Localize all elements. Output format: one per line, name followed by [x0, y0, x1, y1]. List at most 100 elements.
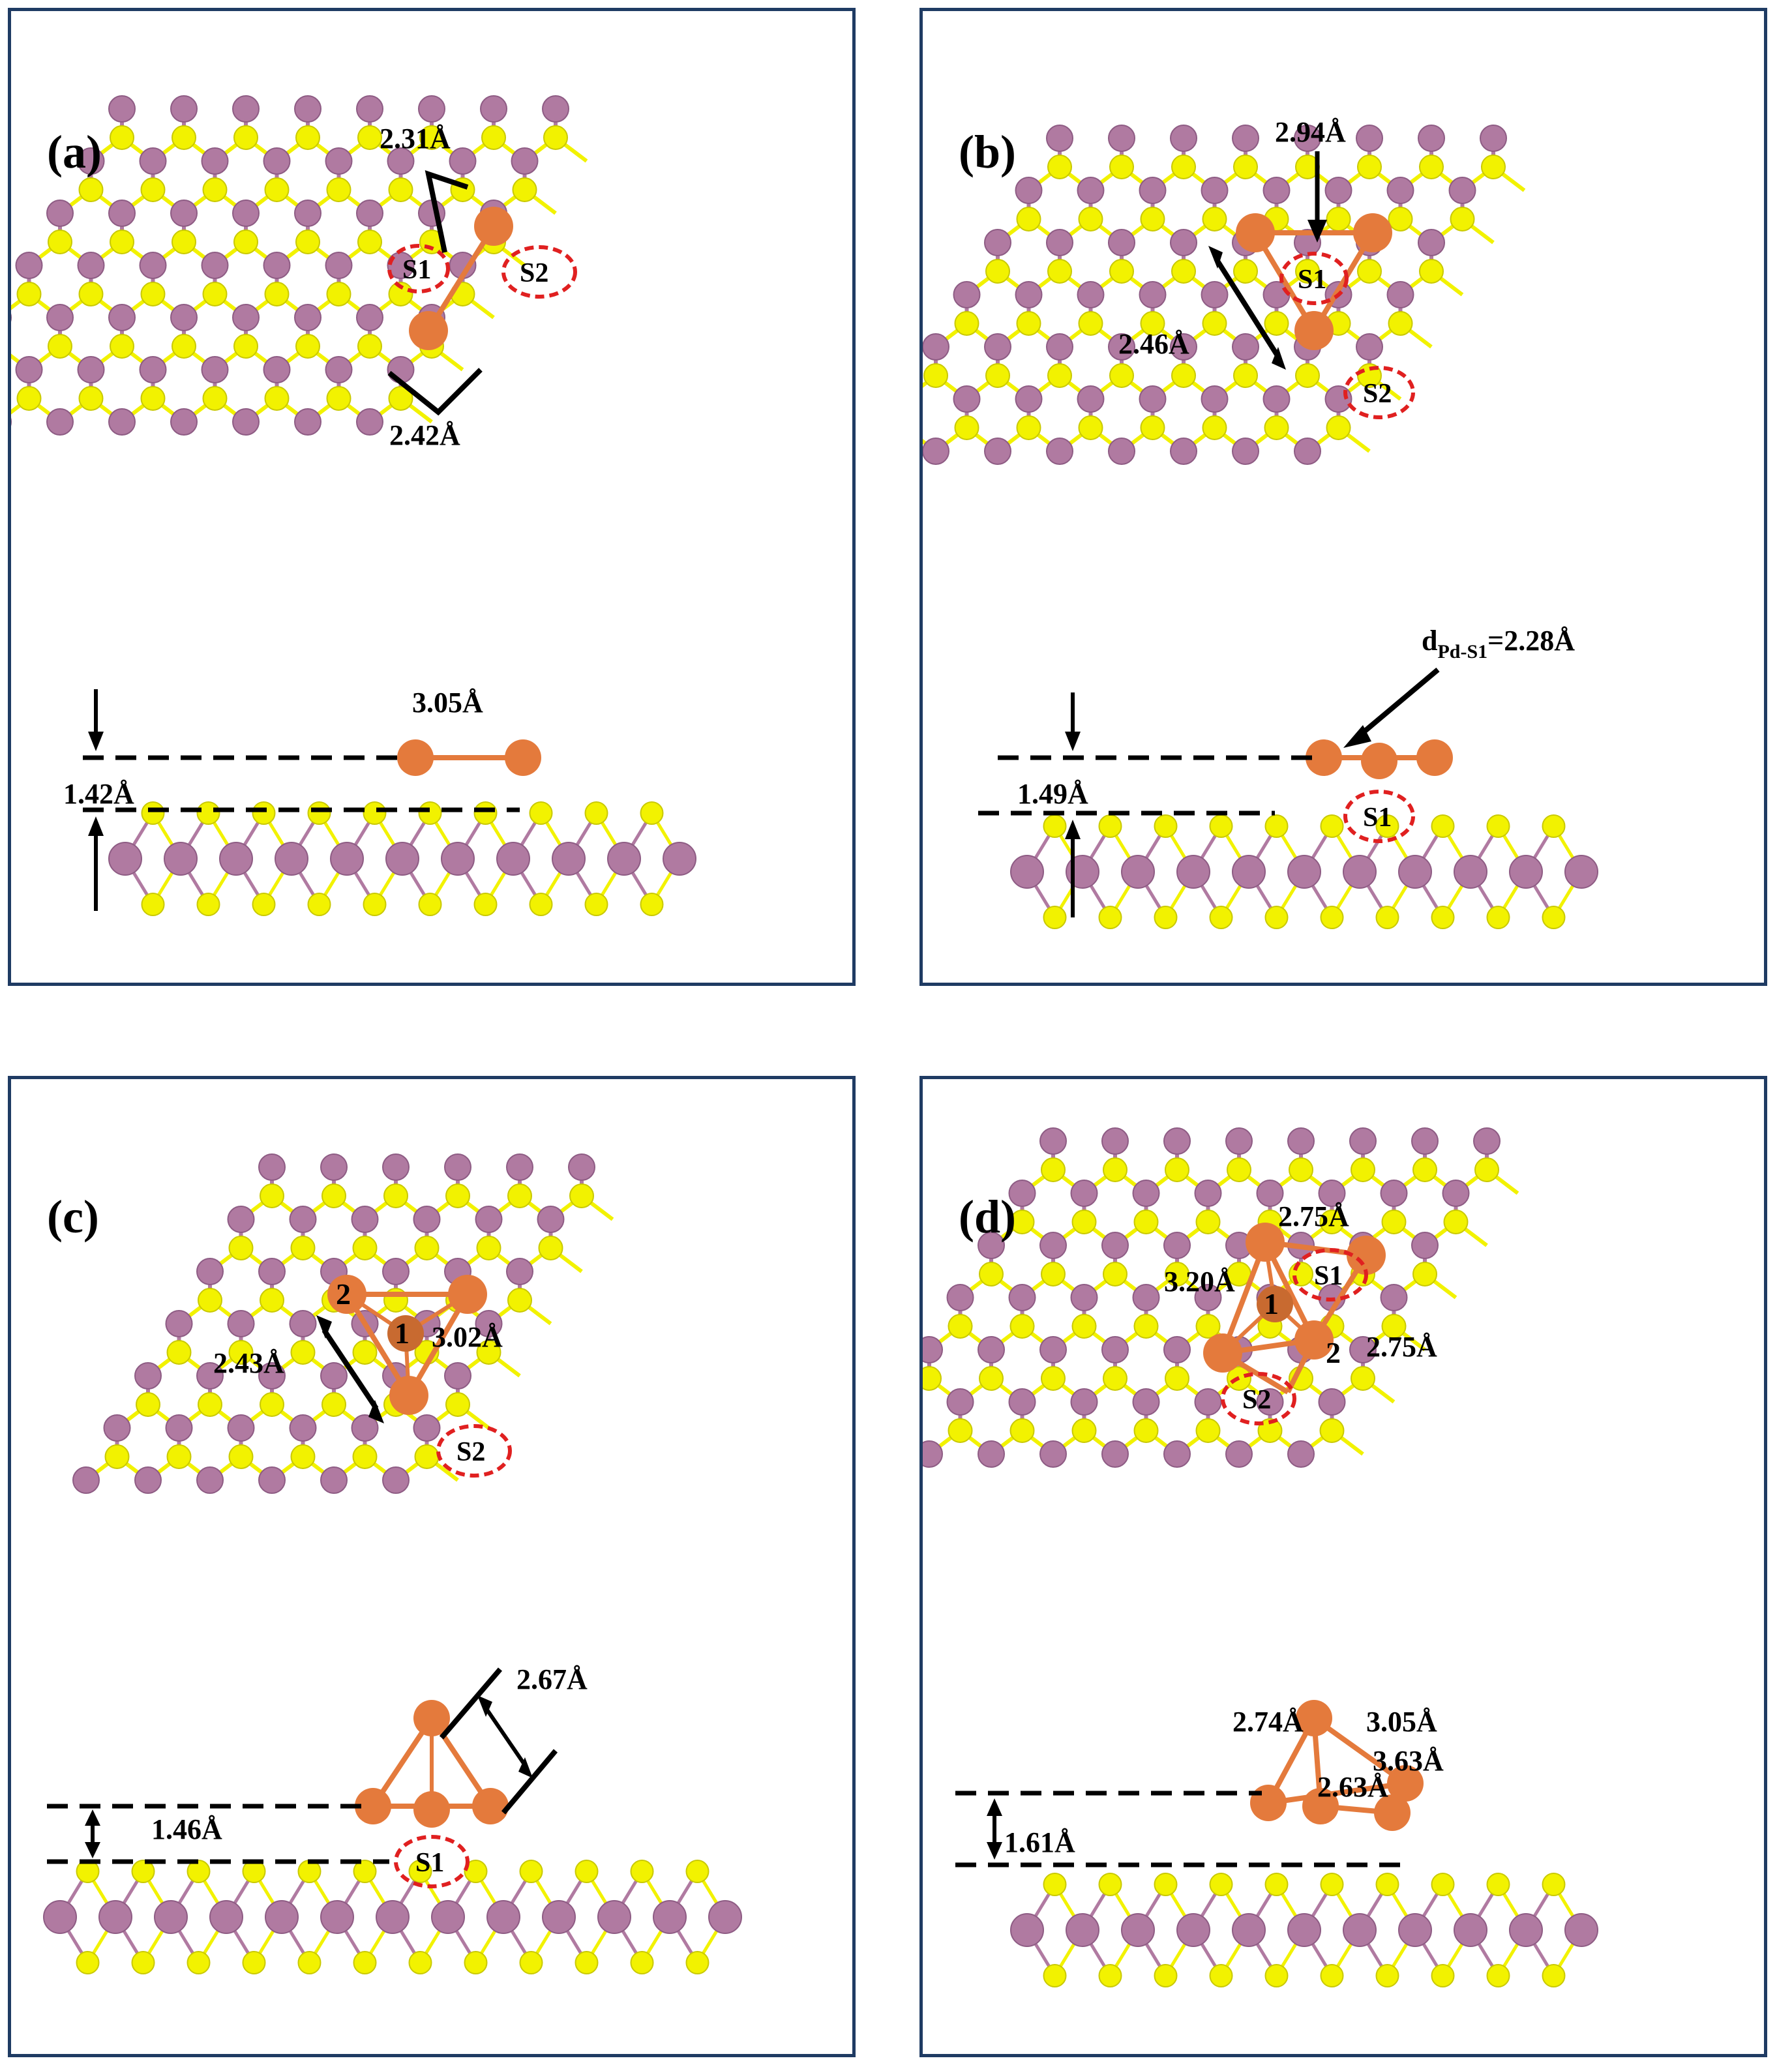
pd-atom — [1296, 1700, 1332, 1736]
sulfur-atom — [172, 334, 196, 359]
sulfur-atom — [1041, 1157, 1066, 1182]
mo-atom — [1015, 385, 1043, 413]
mo-atom — [376, 1900, 410, 1934]
panel-b: S1 S2 2.94Å 2.46Å S1 1.49Å dPd-S1=2.28Å … — [919, 8, 1767, 986]
mo-atom — [258, 1153, 286, 1181]
sulfur-atom — [1195, 1314, 1221, 1339]
sulfur-atom — [1140, 207, 1165, 231]
sulfur-atom — [1071, 1314, 1097, 1339]
mo-atom — [506, 1258, 533, 1285]
mo-atom — [289, 1414, 317, 1442]
sulfur-atom — [1043, 814, 1067, 838]
sulfur-atom — [1043, 1964, 1067, 1987]
mo-atom — [351, 1414, 379, 1442]
height-label: 1.61Å — [1004, 1826, 1075, 1858]
distance-label: 3.20Å — [1164, 1266, 1235, 1298]
mo-atom — [506, 1153, 533, 1181]
sulfur-atom — [1209, 814, 1233, 838]
mo-atom — [320, 1900, 354, 1934]
sulfur-atom — [383, 1183, 408, 1208]
pd-atom — [397, 739, 434, 776]
sulfur-atom — [464, 1860, 488, 1883]
mo-atom — [1201, 281, 1229, 308]
sulfur-atom — [543, 125, 568, 150]
mo-atom — [1287, 1127, 1315, 1155]
mo-atom — [1008, 1388, 1036, 1416]
sulfur-atom — [321, 1392, 346, 1417]
sulfur-atom — [1171, 155, 1196, 179]
mo-atom — [1176, 1913, 1210, 1947]
mo-atom — [597, 1900, 631, 1934]
pd-atom — [1347, 1236, 1386, 1275]
mo-atom — [978, 1232, 1005, 1259]
mo-atom — [1564, 1913, 1598, 1947]
sulfur-atom — [1357, 259, 1382, 284]
mo-atom — [1121, 1913, 1155, 1947]
mo-atom — [1232, 855, 1266, 889]
mo-atom — [413, 1206, 441, 1233]
mo-atom — [330, 842, 364, 876]
sulfur-atom — [954, 311, 979, 336]
mo-atom — [1194, 1284, 1222, 1311]
mo-atom — [923, 1440, 943, 1468]
mo-atom — [1170, 333, 1197, 361]
pd-atom — [413, 1700, 450, 1736]
mo-atom — [196, 1466, 224, 1494]
pd-atom — [327, 1275, 366, 1314]
site-ring-s2 — [1221, 1372, 1296, 1425]
height-label: 1.46Å — [151, 1813, 222, 1845]
mo-atom — [1509, 1913, 1543, 1947]
sulfur-atom — [1016, 415, 1041, 440]
sulfur-atom — [166, 1444, 192, 1469]
sulfur-atom — [1431, 814, 1455, 838]
sulfur-atom — [1264, 1873, 1289, 1896]
mo-atom — [1139, 281, 1167, 308]
sulfur-atom — [473, 893, 498, 916]
mo-atom — [1318, 1180, 1346, 1207]
mo-atom — [1564, 855, 1598, 889]
panel-a: S1 S2 2.31Å 2.42Å 1.42Å 3.05Å (a) — [8, 8, 856, 986]
mo-atom — [1411, 1127, 1439, 1155]
sulfur-atom — [575, 1860, 599, 1883]
sulfur-atom — [1443, 1210, 1469, 1234]
mo-atom — [475, 1206, 503, 1233]
sulfur-atom — [16, 282, 42, 306]
sulfur-atom — [1320, 1964, 1344, 1987]
sulfur-atom — [321, 1183, 346, 1208]
pd-atom — [1236, 213, 1275, 252]
mo-atom — [496, 842, 530, 876]
sulfur-atom — [1351, 1366, 1375, 1391]
sulfur-atom — [1016, 311, 1041, 336]
sulfur-atom — [1289, 1157, 1313, 1182]
sulfur-atom — [1140, 311, 1165, 336]
bond-arrow-2 — [387, 368, 483, 416]
sulfur-atom — [242, 1951, 266, 1974]
mo-atom — [1509, 855, 1543, 889]
sulfur-atom — [685, 1951, 709, 1974]
mo-atom — [1442, 1180, 1470, 1207]
slab-atoms — [43, 1860, 742, 1974]
mo-atom — [232, 408, 260, 436]
lattice-atoms — [72, 1153, 595, 1494]
mo-atom — [1132, 1284, 1160, 1311]
sulfur-atom — [1474, 1157, 1499, 1182]
sulfur-atom — [353, 1951, 377, 1974]
sulfur-atom — [48, 230, 72, 254]
sulfur-atom — [584, 801, 608, 825]
mo-atom — [1232, 125, 1259, 152]
mo-atom — [480, 95, 507, 123]
mo-atom — [1039, 1440, 1067, 1468]
mo-atom — [1454, 1913, 1487, 1947]
panel-a-figure: S1 S2 2.31Å 2.42Å 1.42Å 3.05Å — [11, 95, 696, 916]
pd-atom — [1387, 1765, 1424, 1802]
sulfur-atom — [326, 282, 351, 306]
sulfur-atom — [233, 230, 258, 254]
sulfur-atom — [948, 1418, 973, 1443]
sulfur-atom — [1264, 415, 1289, 440]
sulfur-atom — [1320, 906, 1344, 929]
mo-atom — [325, 252, 353, 279]
sulfur-atom — [464, 1951, 488, 1974]
atom-number-label: 2 — [1326, 1336, 1341, 1369]
sulfur-atom — [979, 1366, 1004, 1391]
sulfur-atom — [1009, 1314, 1035, 1339]
